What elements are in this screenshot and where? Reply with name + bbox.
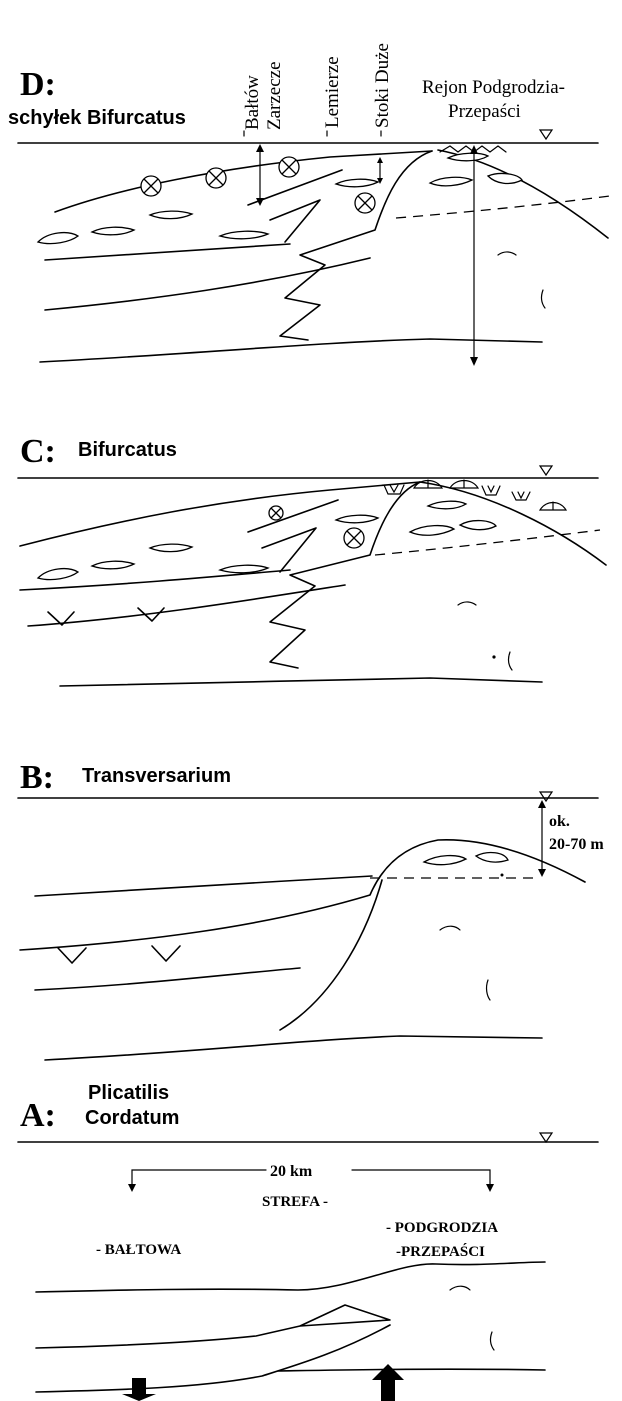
rejon-label-2: Przepaści <box>448 101 521 122</box>
sea-level-marker <box>540 130 552 139</box>
locality-lemierze: Lemierze <box>322 56 343 128</box>
left-zone-label: - BAŁTOWA <box>96 1242 181 1258</box>
depth-label-2: 20-70 m <box>549 836 604 853</box>
zone-label: STREFA - <box>262 1194 328 1210</box>
right-zone-label-1: - PODGRODZIA <box>386 1220 498 1236</box>
locality-stoki-duze: Stoki Duże <box>372 43 393 128</box>
panel-d-stage: schyłek Bifurcatus <box>8 107 186 129</box>
locality-baltow: Bałtów <box>242 75 263 130</box>
panel-a-letter: A: <box>20 1097 56 1134</box>
locality-zarzecze: Zarzecze <box>264 61 285 130</box>
panel-c-letter: C: <box>20 433 56 470</box>
distance-label: 20 km <box>270 1163 313 1180</box>
panel-c: C: Bifurcatus <box>18 433 606 686</box>
panel-c-stage: Bifurcatus <box>78 439 177 461</box>
panel-a-stage-1: Plicatilis <box>88 1082 169 1104</box>
panel-d-letter: D: <box>20 66 56 103</box>
panel-b: B: Transversarium ok. 20-70 m <box>18 759 604 1060</box>
rejon-label-1: Rejon Podgrodzia- <box>422 77 565 98</box>
panel-d: D: schyłek Bifurcatus Bałtów Zarzecze Le… <box>8 43 610 366</box>
depth-label-1: ok. <box>549 813 570 830</box>
sea-level-marker <box>540 792 552 801</box>
panel-b-stage: Transversarium <box>82 765 231 787</box>
panel-a: A: Plicatilis Cordatum 20 km STREFA - - … <box>18 1082 598 1401</box>
right-zone-label-2: -PRZEPAŚCI <box>396 1243 485 1260</box>
panel-a-stage-2: Cordatum <box>85 1107 179 1129</box>
panel-b-letter: B: <box>20 759 54 796</box>
sea-level-marker <box>540 466 552 475</box>
sea-level-marker <box>540 1133 552 1142</box>
